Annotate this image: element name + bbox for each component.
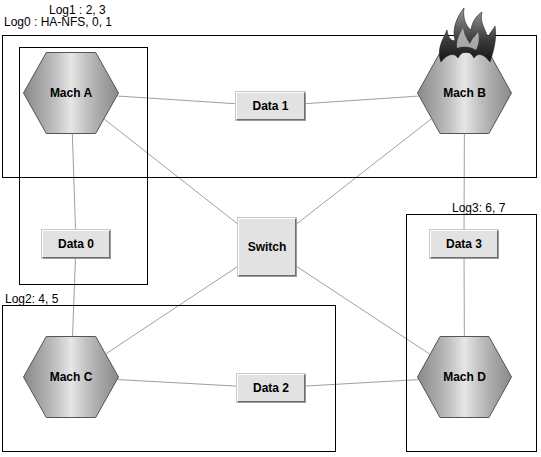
network-link	[305, 96, 419, 104]
node-label: Switch	[248, 240, 287, 254]
machine-hexagon: Mach D	[417, 336, 512, 418]
machine-hexagon: Mach B	[417, 52, 512, 134]
machine-hexagon: Mach A	[23, 52, 119, 134]
network-link	[296, 119, 431, 225]
network-link	[117, 96, 236, 104]
node-label: Mach B	[443, 86, 486, 100]
group-heading: Log3: 6, 7	[452, 201, 505, 215]
network-link	[106, 266, 238, 354]
node-label: Data 3	[446, 237, 482, 251]
node-label: Data 2	[253, 381, 289, 395]
data-box: Data 1	[236, 92, 305, 120]
data-box: Data 3	[430, 230, 498, 258]
node-label: Mach C	[50, 370, 93, 384]
network-link	[118, 380, 237, 387]
network-link	[104, 119, 238, 224]
data-box: Data 2	[237, 374, 305, 402]
log-group: Log3: 6, 7Data 3Mach D	[406, 214, 537, 452]
machine-hexagon: Mach C	[23, 336, 119, 418]
node-label: Data 0	[58, 237, 94, 251]
flame-shape	[439, 8, 495, 62]
log-group: Log1 : 2, 3Mach AData 0	[19, 47, 148, 285]
network-link	[72, 134, 75, 230]
network-link	[464, 258, 465, 336]
group-heading: Log1 : 2, 3	[49, 3, 106, 17]
node-label: Mach A	[50, 86, 92, 100]
flame-highlight	[457, 28, 479, 50]
hexagon-shape	[418, 337, 512, 418]
group-heading: Log0 : HA-NFS, 0, 1	[4, 15, 112, 29]
hexagon-shape	[24, 53, 119, 134]
log-group: Log2: 4, 5Mach CData 2	[2, 305, 336, 452]
hexagon-shape	[24, 337, 119, 418]
node-label: Mach D	[443, 370, 486, 384]
data-box: Switch	[238, 218, 296, 276]
network-link	[305, 380, 418, 386]
node-label: Data 1	[252, 99, 288, 113]
network-link	[296, 266, 430, 354]
network-link	[464, 134, 465, 230]
group-heading: Log2: 4, 5	[5, 292, 58, 306]
hexagon-shape	[418, 53, 512, 134]
data-box: Data 0	[42, 230, 110, 258]
network-link	[73, 258, 76, 336]
